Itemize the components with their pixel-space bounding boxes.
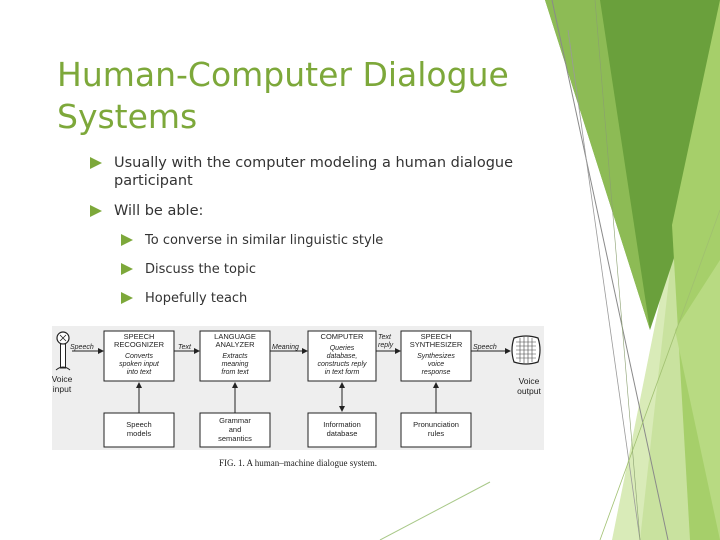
module-desc: Converts — [125, 353, 154, 360]
resource-speech-models: Speech models — [103, 412, 175, 448]
module-title: ANALYZER — [215, 340, 255, 349]
bullet-text: Will be able: — [114, 203, 204, 219]
module-title: SYNTHESIZER — [410, 340, 463, 349]
module-desc: database, — [327, 353, 358, 360]
module-desc: Queries — [330, 345, 355, 352]
module-desc: from text — [221, 369, 249, 376]
module-desc: spoken input — [119, 361, 160, 368]
module-language-analyzer: LANGUAGE ANALYZER Extracts meaning from … — [199, 330, 271, 382]
module-computer: COMPUTER Queries database, constructs re… — [307, 330, 377, 382]
slide-title: Human-Computer Dialogue Systems — [57, 55, 509, 136]
bullet-text: Usually with the computer modeling a hum… — [114, 155, 514, 189]
module-title: COMPUTER — [321, 332, 365, 341]
triangle-right-icon — [121, 263, 133, 275]
module-title: RECOGNIZER — [114, 340, 165, 349]
bullet-list: Usually with the computer modeling a hum… — [90, 154, 540, 319]
triangle-right-icon — [121, 292, 133, 304]
flow-label: Meaning — [272, 344, 299, 351]
resource-label: semantics — [218, 434, 252, 443]
resource-grammar-semantics: Grammar and semantics — [199, 412, 271, 448]
voice-output-label: output — [517, 386, 541, 396]
voice-input-label: Voice — [52, 374, 73, 384]
speaker-icon — [511, 335, 541, 365]
voice-output-label: Voice — [519, 376, 540, 386]
resource-pronunciation-rules: Pronunciation rules — [400, 412, 472, 448]
bullet-item: Usually with the computer modeling a hum… — [90, 154, 540, 190]
resource-label: Pronunciation — [413, 420, 459, 429]
flow-label: Text — [378, 334, 392, 341]
module-desc: response — [422, 369, 451, 376]
dialogue-system-figure: Voice input Voice output SPEECH RECOGNIZ… — [52, 326, 544, 468]
triangle-right-icon — [121, 234, 133, 246]
sub-bullet-item: Discuss the topic — [121, 261, 540, 279]
module-desc: Extracts — [222, 353, 248, 360]
bullet-text: Hopefully teach — [145, 291, 248, 306]
sub-bullet-item: Hopefully teach — [121, 290, 540, 308]
flow-label: Text — [178, 344, 192, 351]
resource-label: database — [327, 429, 358, 438]
flow-label: reply — [378, 342, 394, 349]
resource-label: Speech — [126, 420, 151, 429]
module-desc: Synthesizes — [417, 353, 455, 360]
module-speech-synthesizer: SPEECH SYNTHESIZER Synthesizes voice res… — [400, 330, 472, 382]
microphone-icon — [55, 331, 71, 371]
module-desc: into text — [127, 369, 153, 376]
module-speech-recognizer: SPEECH RECOGNIZER Converts spoken input … — [103, 330, 175, 382]
flow-label: Speech — [473, 344, 497, 351]
figure-caption: FIG. 1. A human–machine dialogue system. — [219, 458, 377, 468]
bullet-text: Discuss the topic — [145, 262, 256, 277]
bullet-text: To converse in similar linguistic style — [145, 233, 384, 248]
resource-information-database: Information database — [307, 412, 377, 448]
module-desc: voice — [428, 361, 444, 368]
resource-label: Grammar — [219, 416, 251, 425]
module-title: LANGUAGE — [214, 332, 256, 341]
sub-bullet-item: To converse in similar linguistic style — [121, 232, 540, 250]
resource-label: Information — [323, 420, 361, 429]
resource-label: rules — [428, 429, 445, 438]
triangle-right-icon — [90, 205, 102, 217]
resource-label: and — [229, 425, 242, 434]
module-title: SPEECH — [421, 332, 452, 341]
module-desc: meaning — [222, 361, 249, 368]
module-title: SPEECH — [124, 332, 155, 341]
voice-input-label: input — [53, 384, 72, 394]
triangle-right-icon — [90, 157, 102, 169]
module-desc: in text form — [325, 369, 360, 376]
resource-label: models — [127, 429, 151, 438]
flow-label: Speech — [70, 344, 94, 351]
bullet-item: Will be able: — [90, 202, 540, 220]
module-desc: constructs reply — [317, 361, 367, 368]
